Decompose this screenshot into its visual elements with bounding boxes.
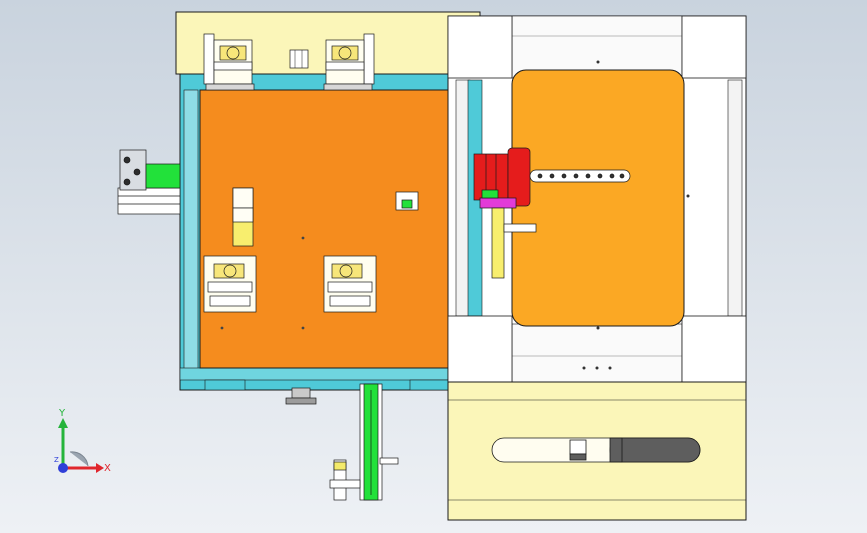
frame-bottom-foot-right bbox=[409, 379, 451, 391]
bottom-yellow-base bbox=[447, 381, 747, 521]
handwheel-icon[interactable] bbox=[329, 457, 399, 501]
frame-bottom-rail bbox=[179, 367, 471, 381]
table-holes bbox=[220, 236, 305, 330]
feed-drive-column[interactable] bbox=[329, 383, 399, 501]
adjust-slot[interactable] bbox=[491, 437, 701, 463]
side-motor-assembly[interactable] bbox=[117, 149, 181, 215]
triad-x-label: X bbox=[104, 463, 111, 474]
sensor-block[interactable] bbox=[395, 191, 419, 211]
top-clamp-right[interactable] bbox=[323, 33, 375, 91]
triad-y-label: Y bbox=[58, 408, 66, 419]
frame-inner-rail-left bbox=[183, 89, 199, 371]
table-clamp-right[interactable] bbox=[323, 255, 377, 313]
orange-pressure-pad bbox=[511, 69, 685, 327]
triad-z-label: Z bbox=[54, 456, 59, 464]
right-machine-assembly[interactable] bbox=[447, 15, 747, 383]
right-bottom-rail bbox=[511, 323, 683, 383]
left-table-assembly[interactable] bbox=[175, 11, 481, 405]
spindle-motor-icon[interactable] bbox=[473, 147, 631, 279]
table-clamp-left[interactable] bbox=[203, 255, 257, 313]
stop-block[interactable] bbox=[232, 187, 254, 247]
frame-bottom-foot-left bbox=[204, 379, 246, 391]
top-center-block bbox=[289, 49, 309, 69]
right-top-rail bbox=[511, 15, 683, 79]
leveling-foot bbox=[285, 387, 317, 405]
axis-triad-icon: Y X Z bbox=[54, 408, 111, 474]
top-clamp-left[interactable] bbox=[203, 33, 255, 91]
